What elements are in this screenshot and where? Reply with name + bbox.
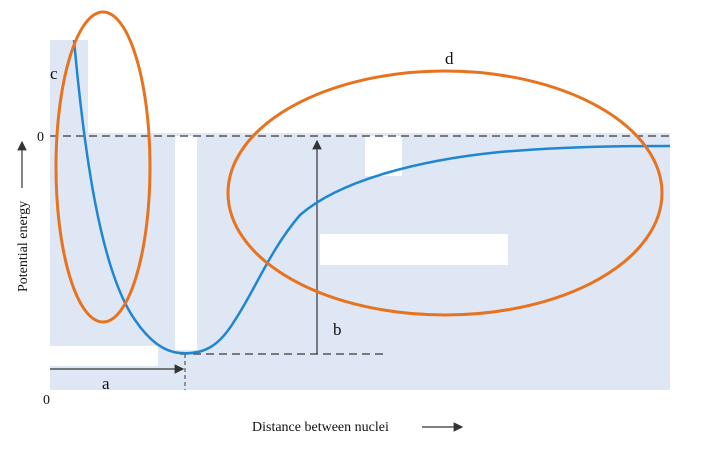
panel-cutouts — [50, 136, 508, 366]
ellipse-d — [226, 69, 664, 317]
y-axis-label-group: Potential energy — [16, 201, 31, 292]
label-d: d — [445, 49, 454, 68]
label-b: b — [333, 320, 342, 339]
cutout-wide-box — [320, 234, 508, 265]
y-axis-label: Potential energy — [16, 201, 31, 292]
potential-energy-curve — [72, 39, 671, 355]
x-axis-label: Distance between nuclei — [252, 420, 389, 435]
label-a: a — [102, 374, 110, 393]
cutout-bottom-left — [50, 346, 158, 366]
label-c: c — [50, 64, 58, 83]
origin-label: 0 — [43, 393, 50, 408]
cutout-vertical-bar — [175, 136, 197, 350]
ellipse-c — [54, 10, 152, 324]
zero-energy-label: 0 — [37, 130, 44, 145]
